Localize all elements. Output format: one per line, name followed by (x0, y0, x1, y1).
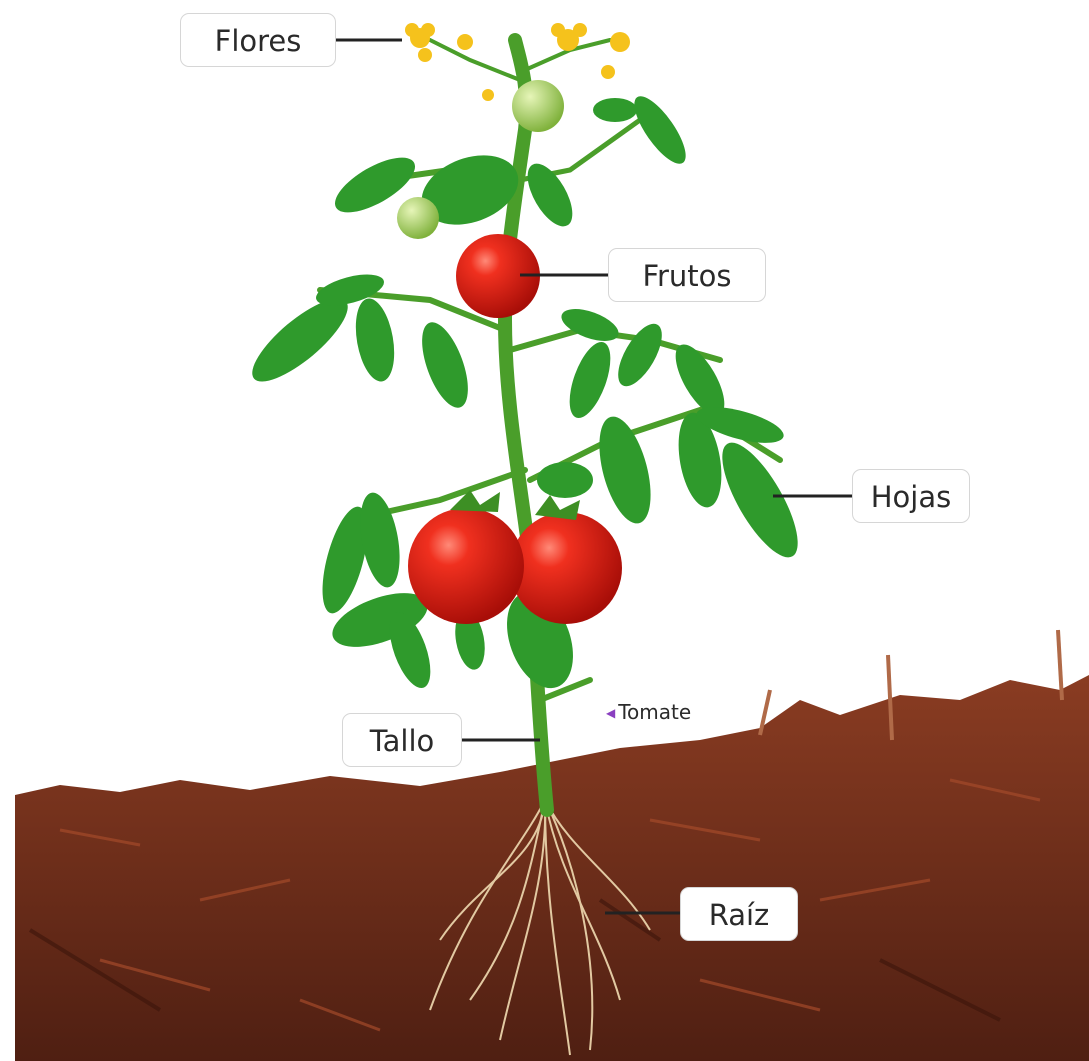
image-caption: ◀Tomate (606, 700, 691, 724)
label-hojas: Hojas (852, 469, 970, 523)
label-raiz: Raíz (680, 887, 798, 941)
label-frutos: Frutos (608, 248, 766, 302)
triangle-marker-icon: ◀ (606, 706, 615, 720)
label-tallo: Tallo (342, 713, 462, 767)
label-flores: Flores (180, 13, 336, 67)
caption-text: Tomate (618, 700, 691, 724)
